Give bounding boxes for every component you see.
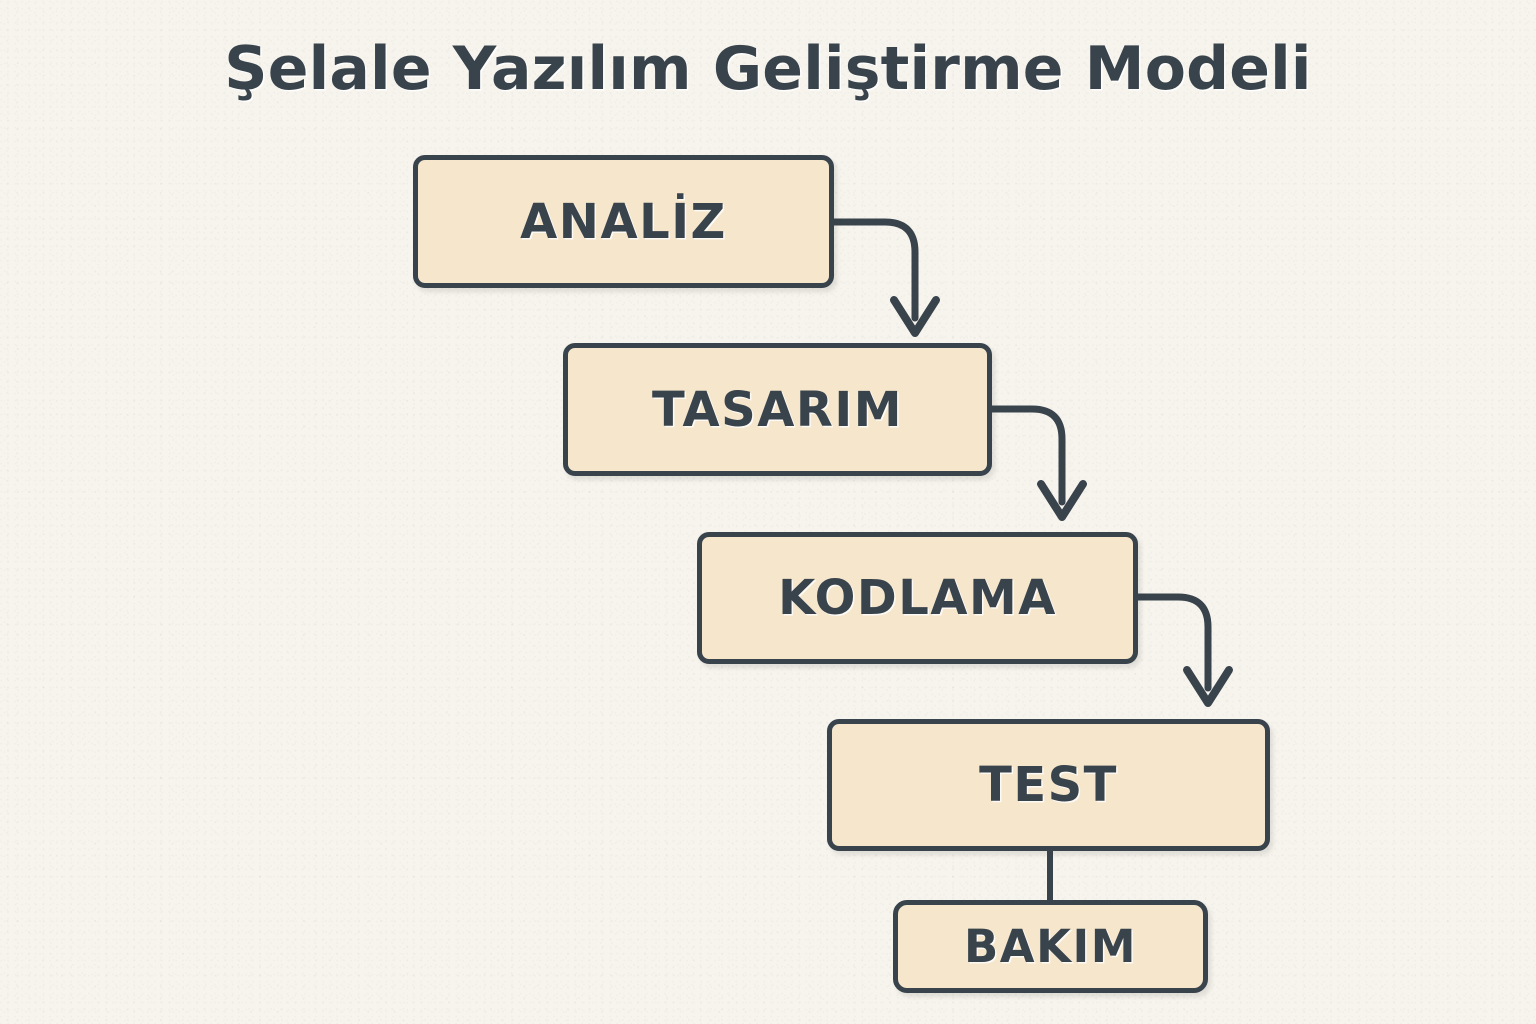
stage-box-analiz[interactable]: ANALİZ [413, 155, 834, 288]
connector-analiz-to-tasarim [830, 218, 940, 337]
stage-box-test[interactable]: TEST [827, 719, 1270, 851]
stage-label-tasarim: TASARIM [652, 381, 903, 438]
stage-label-bakim: BAKIM [963, 920, 1138, 973]
stage-label-kodlama: KODLAMA [778, 570, 1057, 626]
stage-label-analiz: ANALİZ [520, 193, 727, 250]
stage-box-tasarim[interactable]: TASARIM [563, 343, 992, 476]
stage-box-bakim[interactable]: BAKIM [893, 900, 1208, 993]
stage-label-test: TEST [979, 757, 1118, 813]
stage-box-kodlama[interactable]: KODLAMA [697, 532, 1138, 664]
connector-tasarim-to-kodlama [988, 405, 1087, 521]
page-title: Şelale Yazılım Geliştirme Modeli [224, 34, 1312, 104]
connector-kodlama-to-test [1134, 593, 1233, 707]
